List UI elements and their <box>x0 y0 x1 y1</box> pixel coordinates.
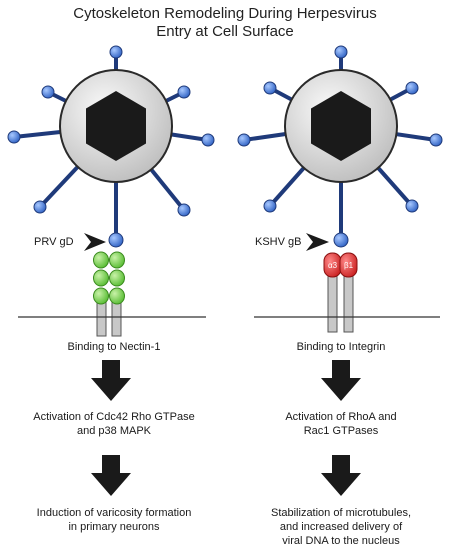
integrin-alpha-label: α3 <box>328 261 338 270</box>
right-outcome-line-1: Stabilization of microtubules, <box>270 507 411 519</box>
pointer-arrowhead-icon <box>306 233 329 251</box>
diagram-title-line-2: Entry at Cell Surface <box>156 23 294 40</box>
integrin-receptor-icon: α3 β1 <box>323 252 358 333</box>
kshv-gb-label: KSHV gB <box>255 236 302 248</box>
glycoprotein-gd-knob <box>108 232 124 248</box>
glycoprotein-gb-knob <box>333 232 349 248</box>
left-activation-line-1: Activation of Cdc42 Rho GTPase <box>33 411 195 423</box>
integrin-beta-label: β1 <box>344 261 354 270</box>
integrin-beta-subunit <box>339 252 358 278</box>
nectin-receptor-icon <box>93 251 125 337</box>
left-activation-line-2: and p38 MAPK <box>77 425 151 437</box>
virion-right-icon <box>237 45 443 248</box>
right-activation-line-1: Activation of RhoA and <box>285 411 397 423</box>
left-binding-label: Binding to Nectin-1 <box>67 341 161 353</box>
down-arrow-icon <box>91 360 361 496</box>
pointer-arrowhead-icon <box>84 233 106 251</box>
capsid-hexagon-icon <box>311 91 371 161</box>
left-outcome-line-2: in primary neurons <box>68 521 160 533</box>
left-outcome-line-1: Induction of varicosity formation <box>36 507 192 519</box>
diagram-title-line-1: Cytoskeleton Remodeling During Herpesvir… <box>73 5 377 22</box>
right-outcome-line-2: and increased delivery of <box>279 521 403 533</box>
virion-left-icon <box>7 45 215 248</box>
prv-gd-label: PRV gD <box>34 236 74 248</box>
capsid-hexagon-icon <box>86 91 146 161</box>
right-activation-line-2: Rac1 GTPases <box>303 425 379 437</box>
right-binding-label: Binding to Integrin <box>296 341 386 353</box>
right-outcome-line-3: viral DNA to the nucleus <box>282 535 400 547</box>
